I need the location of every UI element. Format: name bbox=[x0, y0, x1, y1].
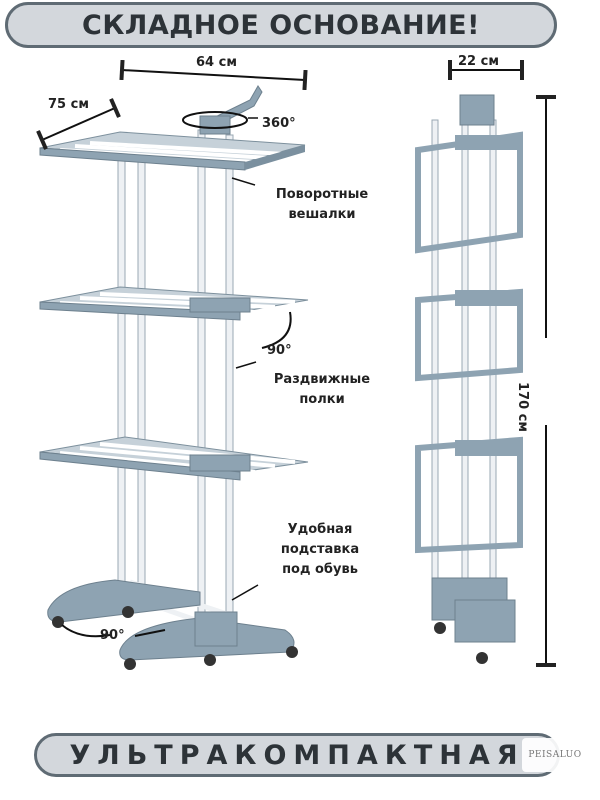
rotating-hangers-label: Поворотные вешалки bbox=[275, 187, 369, 222]
header-title: СКЛАДНОЕ ОСНОВАНИЕ! bbox=[82, 9, 480, 41]
shoe-stand-label: Удобная подставка под обувь bbox=[280, 522, 360, 577]
folded-width-label: 22 см bbox=[458, 54, 499, 69]
rotation-label: 360° bbox=[262, 116, 296, 131]
depth-dimension-line bbox=[36, 98, 121, 150]
footer-slogan: УЛЬТРАКОМПАКТНАЯ bbox=[69, 739, 525, 771]
folded-dryer bbox=[415, 94, 523, 664]
extendable-shelves-label: Раздвижные полки bbox=[273, 372, 371, 407]
width-dimension-line bbox=[119, 59, 308, 91]
width-label: 64 см bbox=[196, 55, 237, 70]
header-banner: СКЛАДНОЕ ОСНОВАНИЕ! bbox=[5, 2, 557, 48]
height-label: 170 см bbox=[515, 382, 530, 432]
watermark-text: PEISALUO bbox=[528, 750, 582, 760]
rotation-arrow-icon bbox=[182, 111, 248, 129]
watermark-logo: PEISALUO bbox=[522, 738, 588, 772]
shelf-angle-label: 90° bbox=[267, 343, 292, 358]
base-angle-label: 90° bbox=[100, 628, 125, 643]
depth-label: 75 см bbox=[48, 97, 89, 112]
footer-banner: УЛЬТРАКОМПАКТНАЯ bbox=[34, 733, 560, 777]
